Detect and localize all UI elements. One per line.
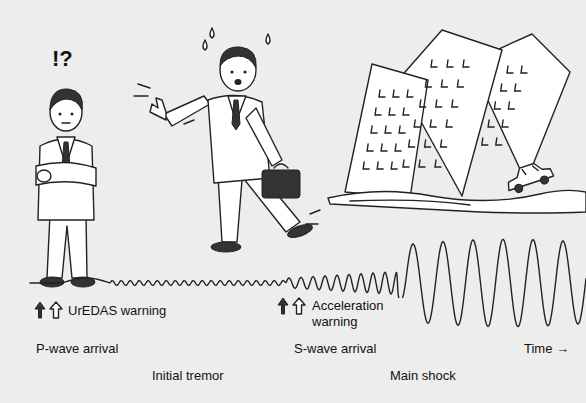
warning-arrows (35, 298, 305, 318)
window-mark (399, 126, 405, 133)
warning-label: Acceleration warning (310, 298, 406, 330)
exclamation-mark: !? (50, 46, 75, 72)
window-mark (367, 144, 373, 151)
window-mark (435, 160, 441, 167)
window-mark (496, 138, 502, 145)
window-mark (407, 90, 413, 97)
window-mark (457, 80, 463, 87)
window-mark (403, 108, 409, 115)
window-mark (420, 100, 426, 107)
buildings (345, 30, 570, 198)
window-mark (393, 90, 399, 97)
window-mark (391, 162, 397, 169)
window-mark (385, 126, 391, 133)
window-mark (379, 90, 385, 97)
warning-label: UrEDAS warning (66, 303, 168, 319)
window-mark (508, 102, 514, 109)
car (503, 159, 555, 195)
arrival-label: P-wave arrival (34, 341, 120, 357)
window-mark (375, 108, 381, 115)
window-mark (381, 144, 387, 151)
arrival-label: S-wave arrival (292, 341, 378, 357)
seismic-waveform (30, 239, 586, 326)
window-mark (515, 84, 521, 91)
window-mark (502, 120, 508, 127)
window-mark (377, 162, 383, 169)
window-mark (494, 102, 500, 109)
window-mark (441, 80, 447, 87)
window-mark (430, 120, 436, 127)
window-mark (431, 60, 437, 67)
window-mark (436, 100, 442, 107)
window-mark (419, 160, 425, 167)
phase-label: Initial tremor (150, 368, 226, 384)
window-mark (389, 108, 395, 115)
window-mark (452, 100, 458, 107)
window-mark (395, 144, 401, 151)
window-mark (403, 160, 409, 167)
window-mark (463, 60, 469, 67)
window-mark (414, 120, 420, 127)
window-mark (482, 138, 488, 145)
axis-label: Time → (522, 341, 571, 357)
window-mark (425, 140, 431, 147)
standing-man (36, 89, 96, 287)
ground (328, 190, 586, 213)
window-mark (446, 120, 452, 127)
running-man (134, 28, 320, 252)
window-mark (521, 66, 527, 73)
window-mark (409, 140, 415, 147)
window-mark (363, 162, 369, 169)
window-mark (441, 140, 447, 147)
window-mark (507, 66, 513, 73)
window-mark (488, 120, 494, 127)
window-mark (501, 84, 507, 91)
phase-label: Main shock (388, 368, 458, 384)
window-mark (371, 126, 377, 133)
window-mark (425, 80, 431, 87)
window-mark (447, 60, 453, 67)
